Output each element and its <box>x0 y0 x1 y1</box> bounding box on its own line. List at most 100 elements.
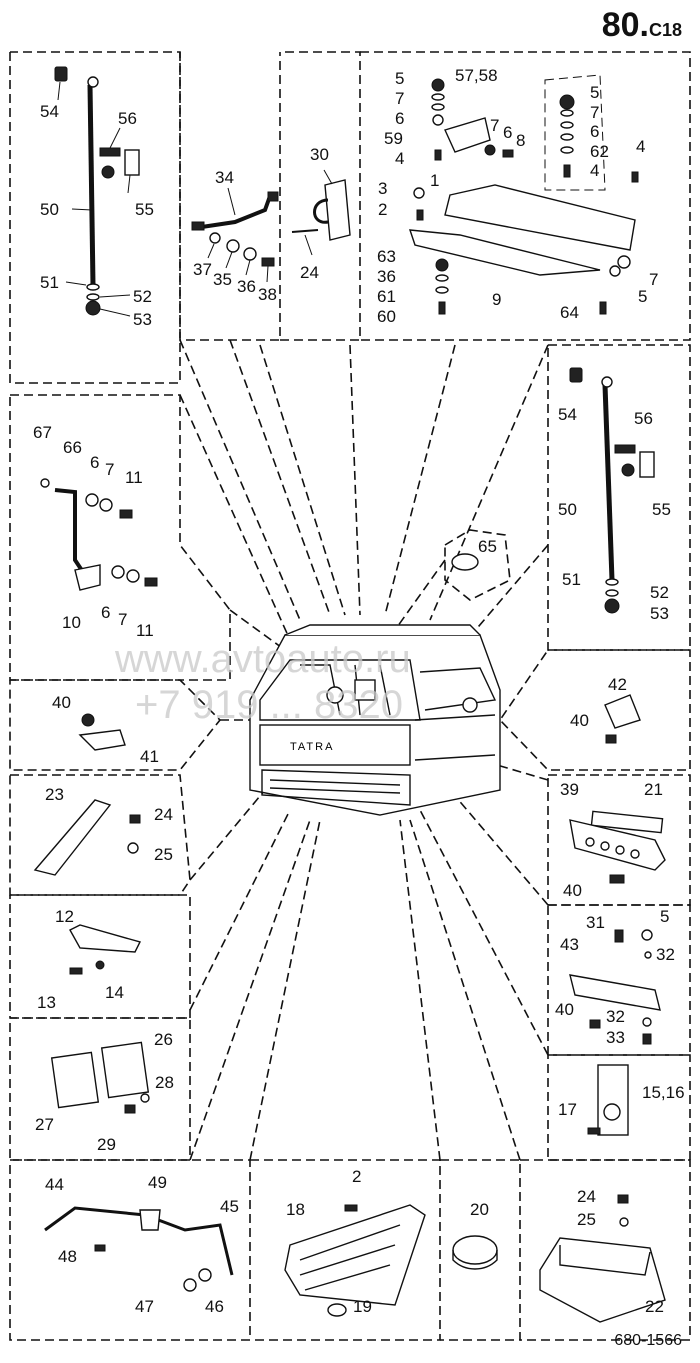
callout-38: 38 <box>258 285 277 304</box>
callout-66: 66 <box>63 438 82 457</box>
callout-5: 5 <box>395 69 404 88</box>
callout-40b: 40 <box>570 711 589 730</box>
callout-52: 52 <box>133 287 152 306</box>
leader-rays <box>179 339 549 1161</box>
callout-40d: 40 <box>555 1000 574 1019</box>
callout-47: 47 <box>135 1297 154 1316</box>
page-title: 80.C18 <box>602 6 682 45</box>
callout-65: 65 <box>478 537 497 556</box>
watermark-line-1: www.avtoauto.ru <box>114 637 411 681</box>
panel-step-lower: 31 5 43 32 40 32 33 <box>555 907 675 1047</box>
callout-33: 33 <box>606 1028 625 1047</box>
callout-42: 42 <box>608 675 627 694</box>
callout-39: 39 <box>560 780 579 799</box>
callout-59: 59 <box>384 129 403 148</box>
callout-46: 46 <box>205 1297 224 1316</box>
panel-sun-visor: 5 7 6 59 4 57,58 7 6 8 5 7 6 62 4 4 3 2 … <box>377 66 658 326</box>
callout-32b: 32 <box>606 1007 625 1026</box>
panel-step: 39 21 40 <box>560 780 666 900</box>
callout-24b: 24 <box>154 805 173 824</box>
callout-24c: 24 <box>577 1187 596 1206</box>
callout-63: 63 <box>377 247 396 266</box>
callout-17: 17 <box>558 1100 577 1119</box>
callout-51: 51 <box>40 273 59 292</box>
callout-7: 7 <box>395 89 404 108</box>
panel-grab-handle: 67 66 6 7 11 10 6 7 11 <box>33 423 158 640</box>
callout-57-58: 57,58 <box>455 66 498 85</box>
panel-covers: 26 27 28 29 <box>35 1030 174 1154</box>
callout-6: 6 <box>395 109 404 128</box>
callout-31: 31 <box>586 913 605 932</box>
panel-mirror-arm-left: 54 56 50 55 51 52 53 <box>40 66 154 329</box>
callout-40: 40 <box>52 693 71 712</box>
callout-2: 2 <box>378 200 387 219</box>
callout-21: 21 <box>644 780 663 799</box>
panel-hinge: 17 15,16 <box>558 1064 685 1136</box>
callout-50: 50 <box>40 200 59 219</box>
callout-50b: 50 <box>558 500 577 519</box>
callout-56b: 56 <box>634 409 653 428</box>
callout-62: 62 <box>590 142 609 161</box>
panel-cover-tray: 24 25 22 <box>539 1187 666 1323</box>
callout-52b: 52 <box>650 583 669 602</box>
callout-25b: 25 <box>577 1210 596 1229</box>
callout-55b: 55 <box>652 500 671 519</box>
cab-grille-text: TATRA <box>290 741 334 753</box>
callout-7d: 7 <box>649 270 658 289</box>
callout-54b: 54 <box>558 405 577 424</box>
callout-4b: 4 <box>590 161 599 180</box>
callout-18: 18 <box>286 1200 305 1219</box>
panel-rod: 34 37 35 36 38 <box>191 168 279 304</box>
callout-6b: 6 <box>503 123 512 142</box>
panel-bracket: 12 13 14 <box>37 907 142 1012</box>
callout-6c: 6 <box>590 122 599 141</box>
callout-36: 36 <box>377 267 396 286</box>
callout-26: 26 <box>154 1030 173 1049</box>
callout-11b: 11 <box>136 621 154 640</box>
callout-27: 27 <box>35 1115 54 1134</box>
panel-latch-left: 40 41 <box>52 693 159 766</box>
callout-7c: 7 <box>590 103 599 122</box>
callout-53b: 53 <box>650 604 669 623</box>
panel-plug: 20 <box>452 1200 498 1270</box>
callout-48: 48 <box>58 1247 77 1266</box>
callout-13: 13 <box>37 993 56 1012</box>
callout-30: 30 <box>310 145 329 164</box>
callout-43: 43 <box>560 935 579 954</box>
callout-5c: 5 <box>638 287 647 306</box>
callout-61: 61 <box>377 287 396 306</box>
callout-10: 10 <box>62 613 81 632</box>
callout-45: 45 <box>220 1197 239 1216</box>
callout-37: 37 <box>193 260 212 279</box>
panel-latch-right: 42 40 <box>570 675 641 744</box>
callout-2b: 2 <box>352 1167 361 1186</box>
callout-4: 4 <box>395 149 404 168</box>
panel-cap: 65 <box>451 537 497 571</box>
callout-7e: 7 <box>105 460 114 479</box>
panel-washer-pipe: 44 49 45 48 47 46 <box>44 1173 239 1316</box>
callout-8: 8 <box>516 131 525 150</box>
callout-53: 53 <box>133 310 152 329</box>
page-number: 80. <box>601 6 649 44</box>
callout-22: 22 <box>645 1297 664 1316</box>
callout-9: 9 <box>492 290 501 309</box>
callout-14: 14 <box>105 983 124 1002</box>
callout-20: 20 <box>470 1200 489 1219</box>
callout-5d: 5 <box>660 907 669 926</box>
callout-36: 36 <box>237 277 256 296</box>
callout-67: 67 <box>33 423 52 442</box>
drawing-number: 680-1566 <box>614 1332 682 1349</box>
callout-23: 23 <box>45 785 64 804</box>
callout-6d: 6 <box>90 453 99 472</box>
callout-64: 64 <box>560 303 579 322</box>
callout-11: 11 <box>125 468 143 487</box>
callout-7b: 7 <box>490 116 499 135</box>
callout-56: 56 <box>118 109 137 128</box>
callout-24: 24 <box>300 263 319 282</box>
callout-35: 35 <box>213 270 232 289</box>
callout-25: 25 <box>154 845 173 864</box>
callout-7f: 7 <box>118 610 127 629</box>
callout-40c: 40 <box>563 881 582 900</box>
watermark-line-2: +7 919 ... 8320 <box>135 683 403 727</box>
